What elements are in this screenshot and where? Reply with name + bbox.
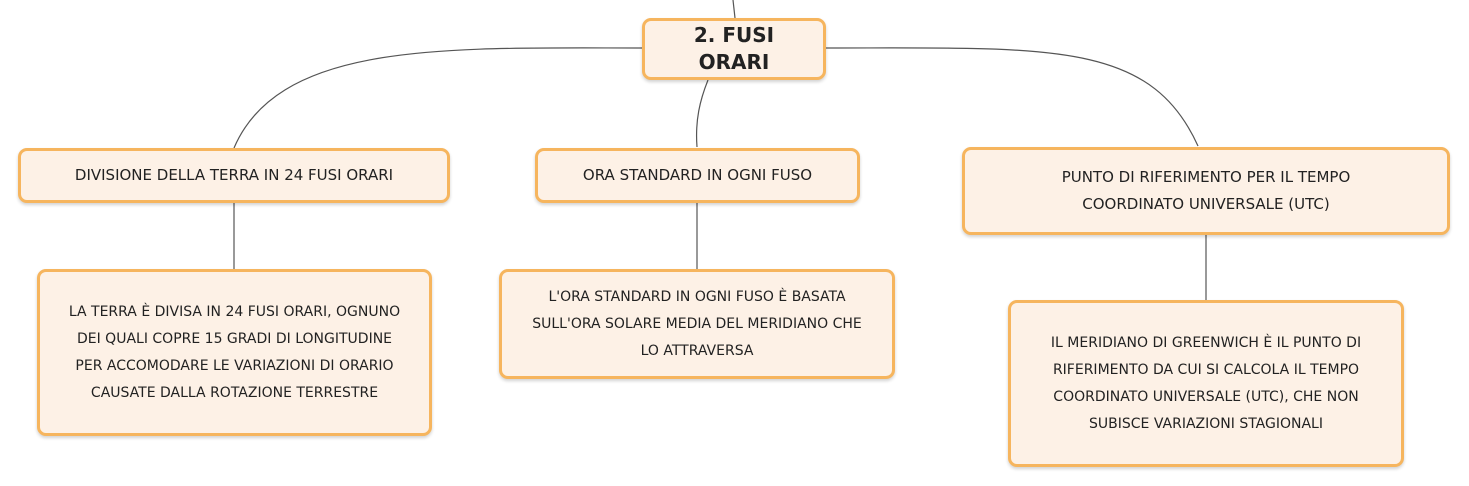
detail-node-3-text: IL MERIDIANO DI GREENWICH È IL PUNTO DI … [1050, 334, 1362, 432]
branch-node-1[interactable]: DIVISIONE DELLA TERRA IN 24 FUSI ORARI [18, 148, 450, 203]
root-node-label: 2. FUSI ORARI [693, 23, 775, 74]
detail-node-1-text: LA TERRA È DIVISA IN 24 FUSI ORARI, OGNU… [68, 303, 401, 401]
branch-node-3-label: PUNTO DI RIFERIMENTO PER IL TEMPO COORDI… [1061, 168, 1351, 213]
connector-root-to-branch-2 [695, 79, 709, 148]
detail-node-2[interactable]: L'ORA STANDARD IN OGNI FUSO È BASATA SUL… [499, 269, 895, 379]
branch-node-2-label: ORA STANDARD IN OGNI FUSO [582, 166, 813, 184]
detail-node-1[interactable]: LA TERRA È DIVISA IN 24 FUSI ORARI, OGNU… [37, 269, 432, 436]
connector-root-to-branch-3 [824, 47, 1199, 147]
branch-node-2[interactable]: ORA STANDARD IN OGNI FUSO [535, 148, 860, 203]
branch-node-3[interactable]: PUNTO DI RIFERIMENTO PER IL TEMPO COORDI… [962, 147, 1450, 235]
branch-node-1-label: DIVISIONE DELLA TERRA IN 24 FUSI ORARI [74, 166, 394, 184]
connector-parent-to-root [732, 0, 736, 19]
detail-node-3[interactable]: IL MERIDIANO DI GREENWICH È IL PUNTO DI … [1008, 300, 1404, 467]
detail-node-2-text: L'ORA STANDARD IN OGNI FUSO È BASATA SUL… [532, 288, 862, 359]
connector-root-to-branch-1 [233, 47, 645, 149]
root-node[interactable]: 2. FUSI ORARI [642, 18, 826, 80]
